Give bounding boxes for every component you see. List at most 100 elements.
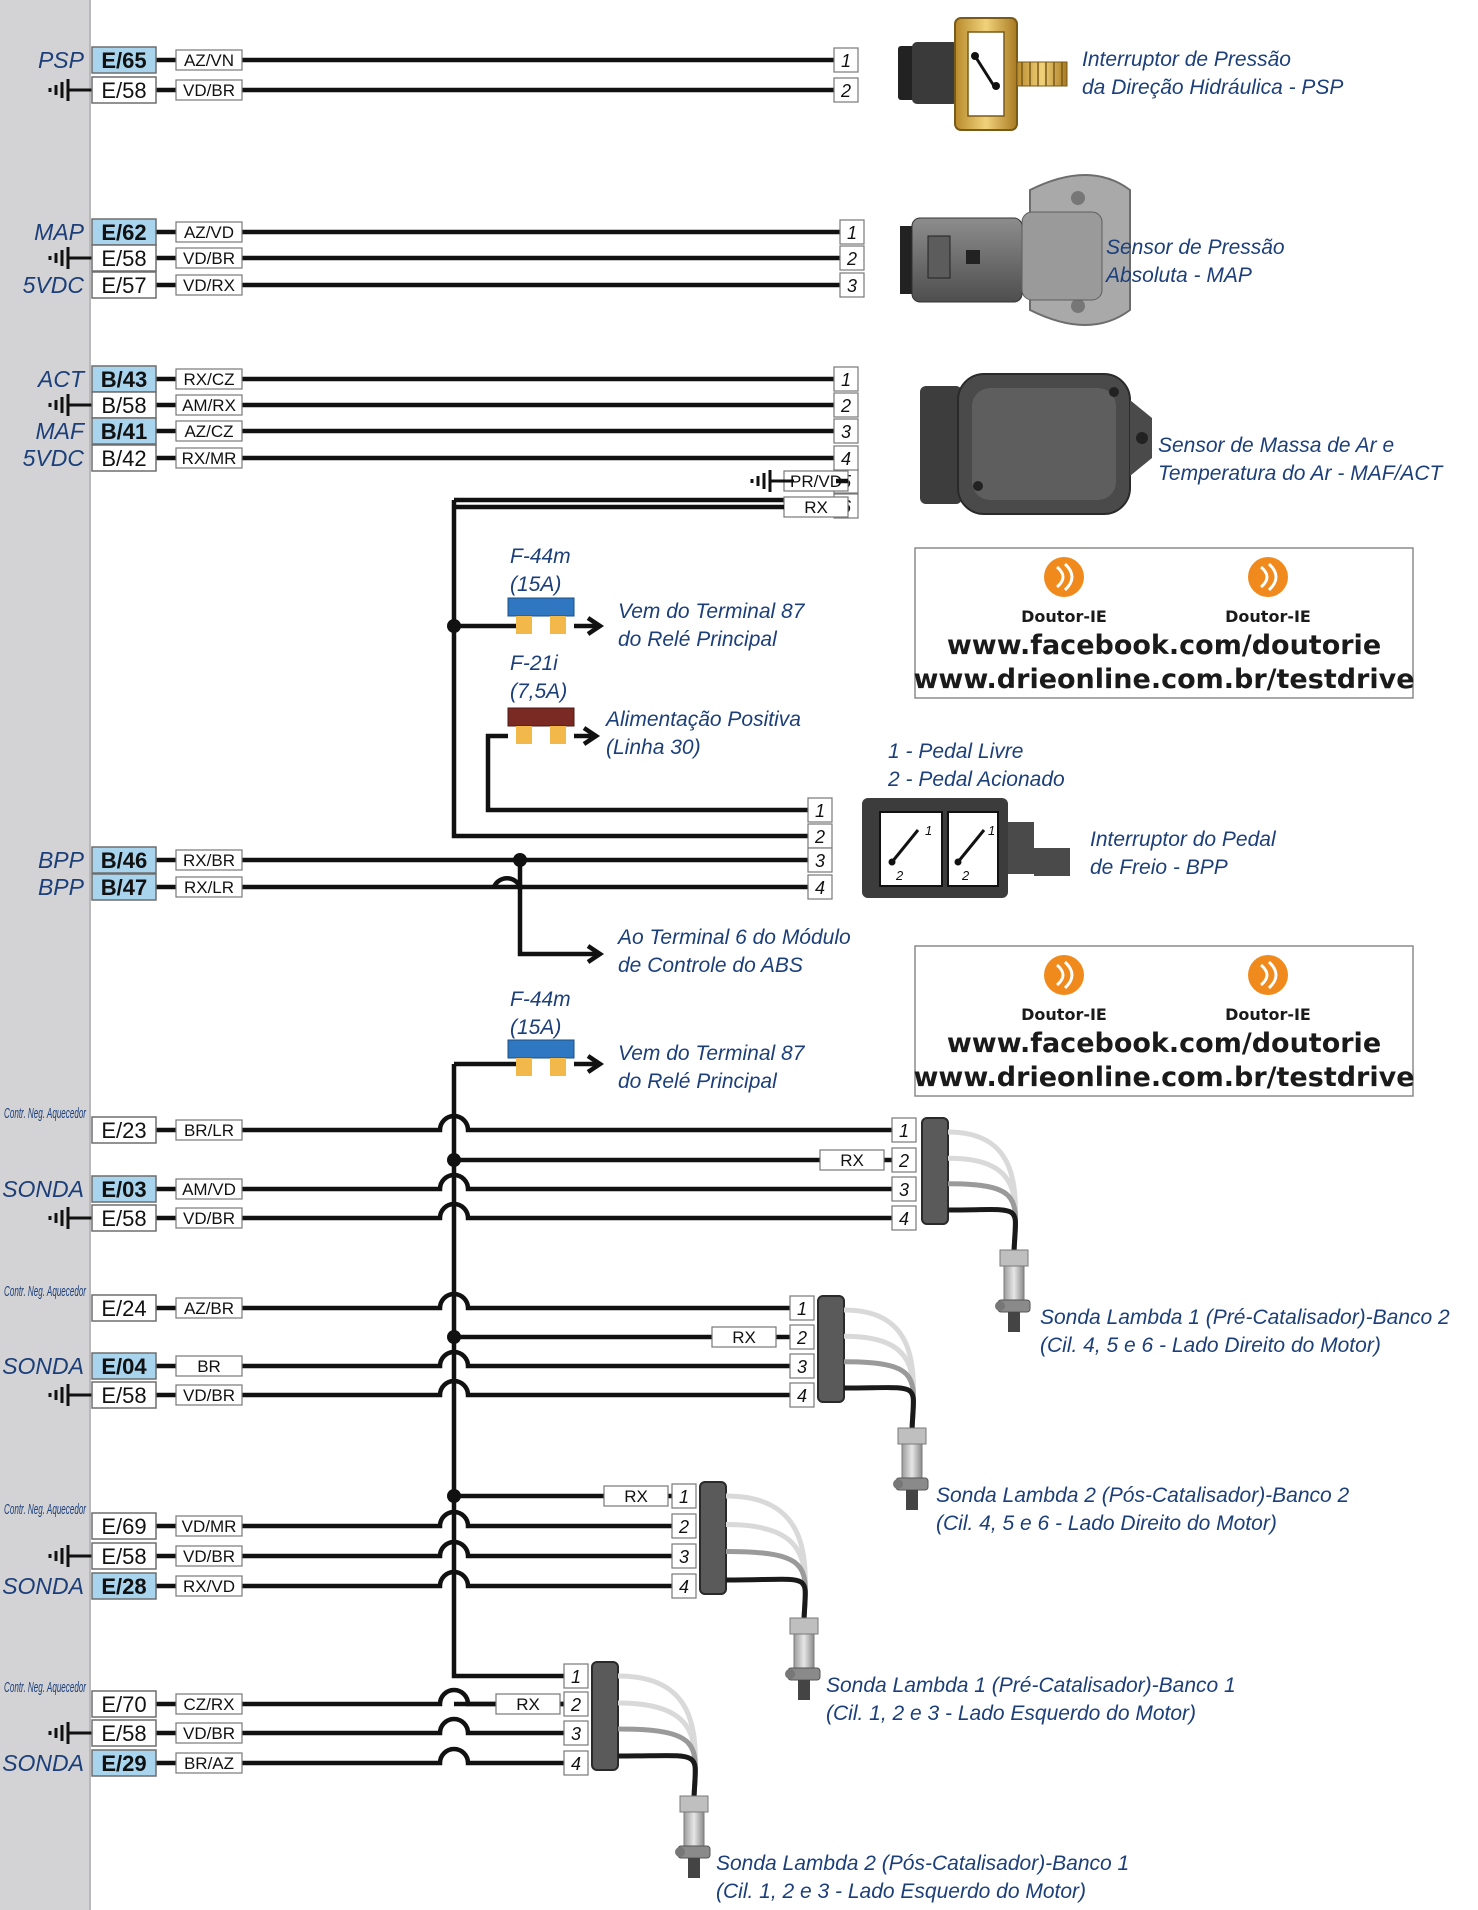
wire-color-text: VD/BR: [183, 249, 235, 268]
connector-pin-number: 4: [833, 445, 859, 471]
wire-color-label: AM/VD: [175, 1178, 243, 1200]
ecu-pin: E/23: [101, 1118, 146, 1143]
pin-number-text: 3: [815, 851, 825, 871]
lambda-4-label-2: (Cil. 1, 2 e 3 - Lado Esquerdo do Motor): [716, 1880, 1086, 1903]
lambda-3-label-2: (Cil. 1, 2 e 3 - Lado Esquerdo do Motor): [826, 1702, 1196, 1725]
connector-pin-number: 4: [789, 1382, 815, 1408]
wire-color-label: VD/BR: [175, 79, 243, 101]
maf-label-2: Temperatura do Ar - MAF/ACT: [1158, 462, 1445, 485]
connector-pin-number: 2: [789, 1324, 815, 1350]
pin-number-text: 4: [797, 1386, 807, 1406]
connector-pin-number: 3: [789, 1353, 815, 1379]
wire-color-label: RX: [783, 496, 849, 518]
watermark-box-2: Doutor-IE Doutor-IE www.facebook.com/dou…: [913, 945, 1415, 1097]
bpp-label-2: de Freio - BPP: [1090, 856, 1228, 879]
signal-name: SONDA: [2, 1750, 84, 1776]
wire-color-text: RX: [516, 1695, 540, 1714]
signal-name: 5VDC: [23, 272, 85, 298]
connector-pin-number: 3: [807, 847, 833, 873]
ecu-pin: E/62: [101, 220, 146, 245]
pin-number-text: 1: [841, 51, 851, 71]
ecu-pin: E/58: [101, 1383, 146, 1408]
ground-icon: [48, 1545, 92, 1567]
signal-wire: [156, 1746, 566, 1766]
ecu-pin: E/58: [101, 1721, 146, 1746]
lambda-2-label-1: Sonda Lambda 2 (Pós-Catalisador)-Banco 2: [936, 1484, 1350, 1507]
ecu-pin: B/42: [101, 446, 146, 471]
lambda-probe-3: [699, 1481, 821, 1700]
pin-number-text: 1: [847, 223, 857, 243]
fuse-3-desc-2: do Relé Principal: [618, 1070, 778, 1093]
wire-color-label: VD/MR: [175, 1515, 243, 1537]
bus-wire-bpp2: [451, 500, 812, 839]
wire-color-text: BR/AZ: [184, 1754, 234, 1773]
pin-number-text: 2: [846, 249, 857, 269]
wire-color-label: BR/LR: [175, 1119, 243, 1141]
ground-icon: [48, 394, 92, 416]
wire-color-text: CZ/RX: [184, 1695, 235, 1714]
pin-number-text: 2: [796, 1328, 807, 1348]
maf-sensor: [920, 373, 1152, 515]
wire-color-label: RX: [819, 1149, 885, 1171]
connector-pin-number: 2: [839, 245, 865, 271]
signal-name: BPP: [38, 847, 85, 873]
lambda-probe-4: [591, 1661, 711, 1878]
signal-name: SONDA: [2, 1573, 84, 1599]
wire-junction: [447, 1153, 461, 1167]
watermark-box-1: Doutor-IE Doutor-IE www.facebook.com/dou…: [913, 547, 1415, 699]
pin-number-text: 4: [571, 1754, 581, 1774]
wire-color-label: RX/LR: [175, 876, 243, 898]
signal-wire: [156, 1172, 894, 1192]
wire-color-text: RX/BR: [183, 851, 235, 870]
ecu-pin: E/58: [101, 1544, 146, 1569]
lambda-2-label-2: (Cil. 4, 5 e 6 - Lado Direito do Motor): [936, 1512, 1277, 1535]
wire-color-label: AZ/VN: [175, 49, 243, 71]
wire-color-label: AM/RX: [175, 394, 243, 416]
fuse-3-rating: (15A): [510, 1016, 561, 1039]
wire-color-text: AZ/VN: [184, 51, 234, 70]
wire-color-label: VD/RX: [175, 274, 243, 296]
signal-name: PSP: [38, 47, 85, 73]
watermark-url-site: www.drieonline.com.br/testdrive: [913, 664, 1414, 695]
connector-pin-number: 1: [839, 219, 865, 245]
wire-color-label: RX/MR: [175, 447, 243, 469]
abs-note-1: Ao Terminal 6 do Módulo: [616, 926, 851, 949]
connector-pin-number: 2: [833, 77, 859, 103]
fuse-1: F-44m (15A) Vem do Terminal 87 do Relé P…: [507, 545, 806, 651]
connector-pin-number: 2: [891, 1147, 917, 1173]
connector-pin-number: 2: [563, 1691, 589, 1717]
ground-icon: [48, 1384, 92, 1406]
connector-pin-number: 3: [833, 418, 859, 444]
wire-color-text: VD/BR: [183, 1547, 235, 1566]
ecu-pin: B/41: [101, 419, 147, 444]
wire-color-text: RX: [840, 1151, 864, 1170]
wire-color-text: VD/BR: [183, 1386, 235, 1405]
fuse-2: F-21i (7,5A) Alimentação Positiva (Linha…: [507, 652, 801, 759]
wire-color-text: AZ/CZ: [184, 422, 233, 441]
wire-color-label: RX: [603, 1485, 669, 1507]
wire-color-text: AZ/VD: [184, 223, 234, 242]
pin-number-text: 3: [679, 1547, 689, 1567]
f21-to-bpp1: [485, 733, 812, 813]
fuse-1-desc-1: Vem do Terminal 87: [618, 600, 806, 623]
wire-junction: [447, 1330, 461, 1344]
fuse-2-rating: (7,5A): [510, 680, 567, 703]
pin-number-text: 3: [847, 276, 857, 296]
wire-color-text: RX/VD: [183, 1577, 235, 1596]
watermark-url-facebook: www.facebook.com/doutorie: [947, 1028, 1381, 1059]
pin-number-text: 2: [678, 1517, 689, 1537]
connector-pin-number: 4: [671, 1573, 697, 1599]
svg-text:2: 2: [961, 868, 970, 883]
wire-color-text: RX/LR: [184, 878, 234, 897]
psp-label-1: Interruptor de Pressão: [1082, 48, 1291, 71]
connector-pin-number: 1: [563, 1663, 589, 1689]
connector-pin-number: 3: [839, 272, 865, 298]
wire-color-label: RX: [711, 1326, 777, 1348]
